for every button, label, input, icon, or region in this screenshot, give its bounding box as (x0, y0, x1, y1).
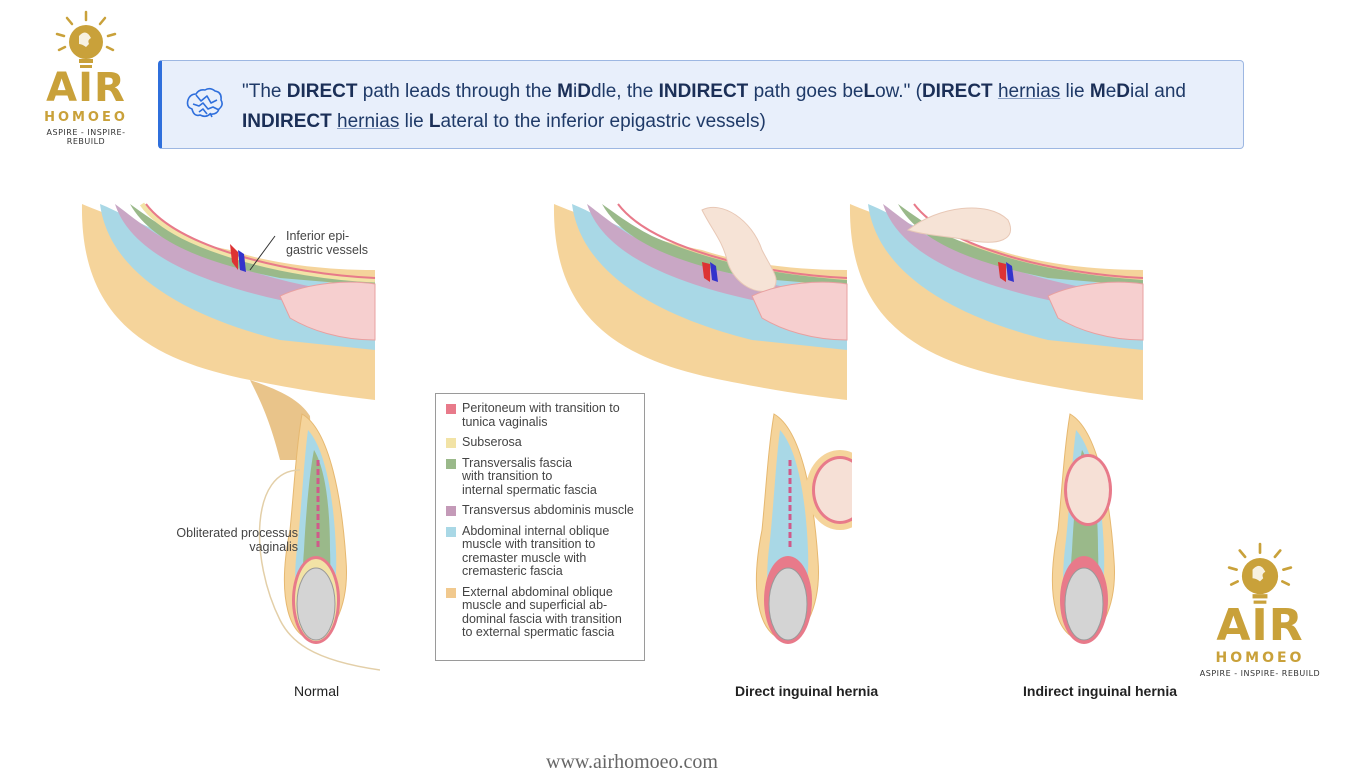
mnemonic-text: "The DIRECT path leads through the MiDdl… (242, 77, 1223, 137)
label-line: gastric vessels (286, 243, 368, 257)
logo-brand-text: AIR (1216, 600, 1304, 651)
mnemonic-segment: dle, the (590, 81, 659, 102)
legend-swatch (446, 438, 456, 448)
legend-text: Abdominal internal oblique (462, 523, 610, 538)
brain-icon (186, 87, 223, 118)
mnemonic-segment: lie (399, 111, 429, 132)
legend-text: cremaster muscle with (462, 550, 587, 565)
mnemonic-segment: lie (1060, 81, 1090, 102)
logo-tagline: ASPIRE - INSPIRE- REBUILD (1199, 669, 1321, 678)
mnemonic-segment: DIRECT (286, 81, 358, 102)
legend-text: muscle with transition to (462, 537, 596, 551)
term-link[interactable]: hernias (337, 111, 400, 132)
label-line: vaginalis (249, 540, 298, 554)
legend-text: Transversalis fascia (462, 455, 572, 470)
mnemonic-segment: e (1105, 81, 1117, 102)
mnemonic-segment: D (577, 81, 591, 102)
indirect-hernia-caption: Indirect inguinal hernia (1023, 683, 1178, 699)
mnemonic-segment: M (557, 81, 573, 102)
mnemonic-segment: "The (242, 81, 287, 102)
legend-swatch (446, 404, 456, 414)
legend-text: muscle and superficial ab- (462, 598, 608, 612)
mnemonic-segment: path goes be (748, 81, 864, 102)
mnemonic-segment: ial and (1130, 81, 1186, 102)
legend-item: Subserosa (444, 435, 636, 450)
legend-text: External abdominal oblique (462, 584, 613, 599)
logo-sub-text: HOMOEO (44, 110, 128, 125)
legend-text: Subserosa (462, 435, 522, 449)
indirect-hernia-diagram (849, 203, 1144, 644)
label-line: Obliterated processus (176, 526, 298, 540)
mnemonic-segment: L (863, 81, 876, 102)
legend-text: Transversus abdominis muscle (462, 503, 634, 517)
legend-swatch (446, 458, 456, 469)
legend-text: cremasteric fascia (462, 564, 563, 578)
legend-text: tunica vaginalis (462, 414, 548, 429)
mnemonic-segment: D (1116, 81, 1130, 102)
mnemonic-segment: path leads through the (357, 81, 558, 102)
direct-hernia-caption: Direct inguinal hernia (735, 683, 879, 699)
term-link[interactable]: hernias (997, 81, 1061, 102)
legend-text: to external spermatic fascia (462, 625, 615, 639)
footer-url[interactable]: www.airhomoeo.com (546, 751, 718, 773)
legend-text: Peritoneum with transition to (462, 401, 620, 415)
mnemonic-segment: ow." ( (875, 81, 922, 102)
mnemonic-callout: "The DIRECT path leads through the MiDdl… (158, 60, 1244, 149)
legend-swatch (446, 526, 456, 537)
legend-text: with transition to (462, 469, 553, 483)
mnemonic-segment: i (572, 81, 578, 102)
mnemonic-segment: INDIRECT (658, 81, 749, 102)
mnemonic-segment: DIRECT (921, 81, 993, 102)
legend-text: internal spermatic fascia (462, 482, 597, 497)
brand-logo: AIR HOMOEO ASPIRE - INSPIRE- REBUILD (30, 10, 142, 146)
label-line: Inferior epi- (286, 229, 350, 243)
logo-tagline: ASPIRE - INSPIRE- REBUILD (46, 128, 126, 146)
logo-sub-text: HOMOEO (1215, 650, 1305, 666)
normal-diagram (81, 202, 380, 671)
logo-brand-text: AIR (46, 65, 126, 111)
bulb-icon (1227, 542, 1293, 604)
mnemonic-segment: INDIRECT (242, 111, 332, 132)
legend-item: Transversus abdominis muscle (444, 503, 636, 518)
legend-text: dominal fascia with transition (462, 611, 622, 626)
direct-hernia-diagram (553, 203, 852, 644)
bulb-icon (55, 10, 117, 68)
inferior-epigastric-label: Inferior epi- gastric vessels (286, 229, 368, 257)
mnemonic-segment: M (1089, 81, 1106, 102)
normal-caption: Normal (294, 683, 340, 699)
legend-swatch (446, 506, 456, 516)
legend-swatch (446, 587, 456, 598)
obliterated-processus-label: Obliterated processus vaginalis (172, 526, 298, 554)
mnemonic-segment: L (428, 111, 441, 132)
brand-logo-right: AIR HOMOEO ASPIRE - INSPIRE- REBUILD (1198, 542, 1322, 678)
mnemonic-segment: ateral to the inferior epigastric vessel… (440, 111, 766, 132)
